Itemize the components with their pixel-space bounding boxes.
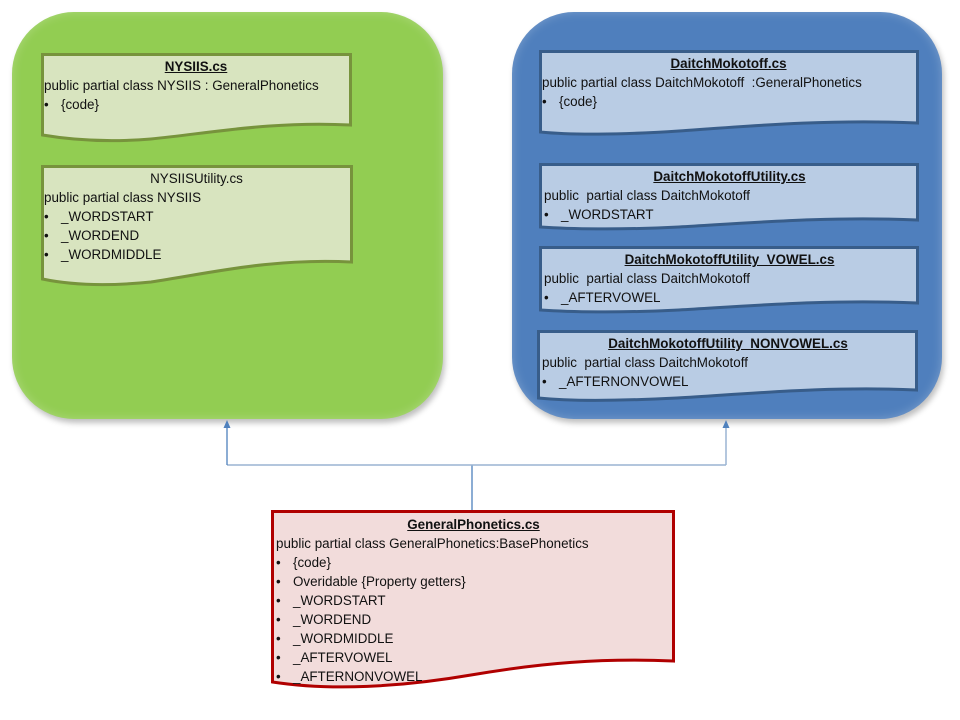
member-item: _WORDSTART	[544, 205, 915, 224]
doc-title: DaitchMokotoffUtility_VOWEL.cs	[624, 252, 835, 267]
member-list: _AFTERVOWEL	[544, 288, 915, 307]
class-declaration: public partial class DaitchMokotoff	[544, 271, 750, 286]
doc-title: NYSIIS.cs	[164, 59, 228, 74]
arrow-up-icon	[722, 420, 730, 428]
member-item: {code}	[276, 553, 671, 572]
member-item: _AFTERNONVOWEL	[542, 372, 914, 391]
doc-title: DaitchMokotoffUtility.cs	[653, 169, 806, 184]
nysiis-cs-doc: NYSIIS.cs public partial class NYSIIS : …	[41, 53, 352, 143]
class-declaration: public partial class GeneralPhonetics:Ba…	[276, 536, 589, 551]
class-declaration: public partial class NYSIIS	[44, 190, 202, 205]
daitch-mokotoff-utility-nonvowel-cs-doc: DaitchMokotoffUtility_NONVOWEL.cs public…	[537, 330, 918, 404]
class-declaration: public partial class NYSIIS : GeneralPho…	[44, 78, 319, 93]
doc-title: DaitchMokotoffUtility_NONVOWEL.cs	[608, 336, 848, 351]
doc-title: DaitchMokotoff.cs	[670, 56, 787, 71]
arrow-up-icon	[223, 420, 231, 428]
member-item: _WORDEND	[44, 226, 349, 245]
member-item: _WORDMIDDLE	[276, 629, 671, 648]
daitch-mokotoff-utility-cs-doc: DaitchMokotoffUtility.cs public partial …	[539, 163, 919, 233]
nysiis-utility-cs-doc: NYSIISUtility.cs public partial class NY…	[41, 165, 353, 289]
member-item: Overidable {Property getters}	[276, 572, 671, 591]
member-item: _AFTERVOWEL	[544, 288, 915, 307]
member-item: _AFTERNONVOWEL	[276, 667, 671, 686]
member-item: _WORDEND	[276, 610, 671, 629]
doc-title: GeneralPhonetics.cs	[407, 517, 540, 532]
member-item: {code}	[542, 92, 915, 111]
class-declaration: public partial class DaitchMokotoff	[542, 355, 748, 370]
member-list: _WORDSTART	[544, 205, 915, 224]
member-item: _AFTERVOWEL	[276, 648, 671, 667]
member-list: _WORDSTART _WORDEND _WORDMIDDLE	[44, 207, 349, 264]
class-declaration: public partial class DaitchMokotoff :Gen…	[542, 75, 862, 90]
member-item: {code}	[44, 95, 348, 114]
member-item: _WORDMIDDLE	[44, 245, 349, 264]
class-declaration: public partial class DaitchMokotoff	[544, 188, 750, 203]
general-phonetics-cs-doc: GeneralPhonetics.cs public partial class…	[271, 510, 675, 692]
member-list: {code}	[44, 95, 348, 114]
member-item: _WORDSTART	[276, 591, 671, 610]
member-item: _WORDSTART	[44, 207, 349, 226]
daitch-mokotoff-cs-doc: DaitchMokotoff.cs public partial class D…	[539, 50, 919, 138]
member-list: {code}	[542, 92, 915, 111]
member-list: {code} Overidable {Property getters} _WO…	[276, 553, 671, 686]
daitch-mokotoff-utility-vowel-cs-doc: DaitchMokotoffUtility_VOWEL.cs public pa…	[539, 246, 919, 316]
member-list: _AFTERNONVOWEL	[542, 372, 914, 391]
doc-title: NYSIISUtility.cs	[150, 171, 243, 186]
